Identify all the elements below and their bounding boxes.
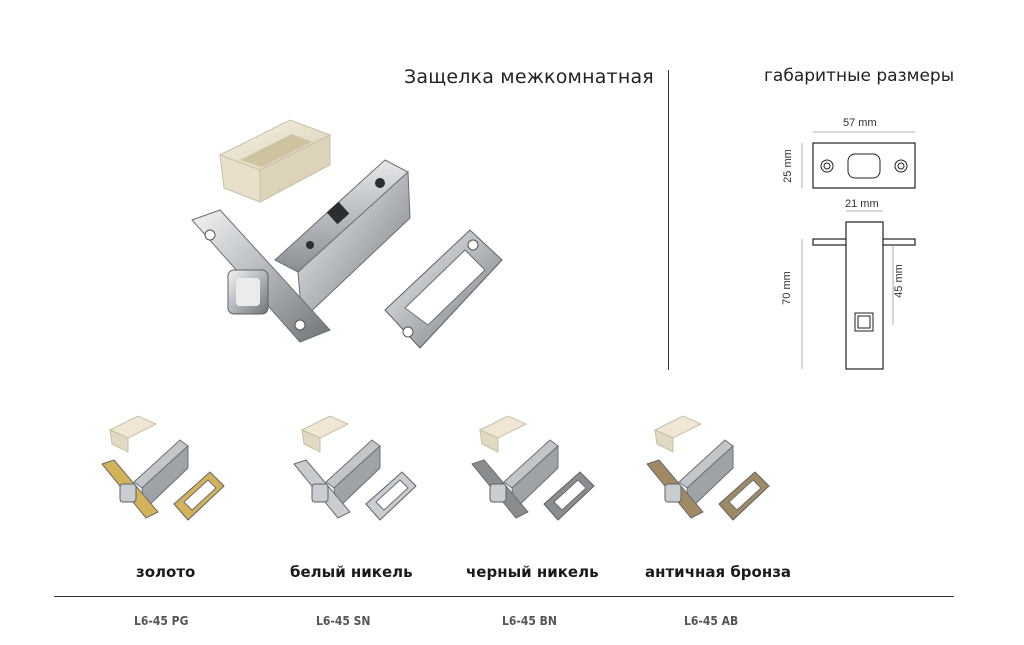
variant-name: античная бронза	[645, 563, 792, 581]
page-title: Защелка межкомнатная	[404, 66, 654, 88]
variant-name: белый никель	[290, 563, 413, 581]
variant-thumbnail	[290, 412, 430, 536]
dim-body-width: 21 mm	[845, 198, 879, 210]
dimensions-title: габаритные размеры	[764, 66, 955, 86]
horizontal-divider	[54, 596, 954, 597]
dim-plate-height: 25 mm	[781, 149, 794, 183]
variant-name: черный никель	[466, 563, 599, 581]
latch-body	[274, 159, 411, 322]
variant-code: L6-45 SN	[316, 614, 371, 628]
main-latch-image	[191, 119, 503, 349]
variant-thumbnail	[468, 412, 608, 536]
variant-thumbnail	[98, 412, 238, 536]
variant-code: L6-45 AB	[684, 614, 739, 628]
dim-plate-width: 57 mm	[843, 117, 877, 129]
latch-side-view	[801, 210, 916, 370]
variant-thumbnail	[643, 412, 783, 536]
variant-code: L6-45 BN	[502, 614, 557, 628]
variant-name: золото	[136, 563, 196, 581]
latch-bolt	[227, 269, 269, 315]
plate-front-view	[801, 131, 916, 189]
strike-plate	[384, 229, 503, 349]
plastic-strike-box	[218, 119, 332, 203]
dim-backset: 45 mm	[892, 264, 905, 298]
dimension-drawing	[801, 131, 916, 370]
dim-body-length: 70 mm	[780, 271, 793, 305]
vertical-divider	[668, 70, 669, 370]
variant-code: L6-45 PG	[134, 614, 189, 628]
